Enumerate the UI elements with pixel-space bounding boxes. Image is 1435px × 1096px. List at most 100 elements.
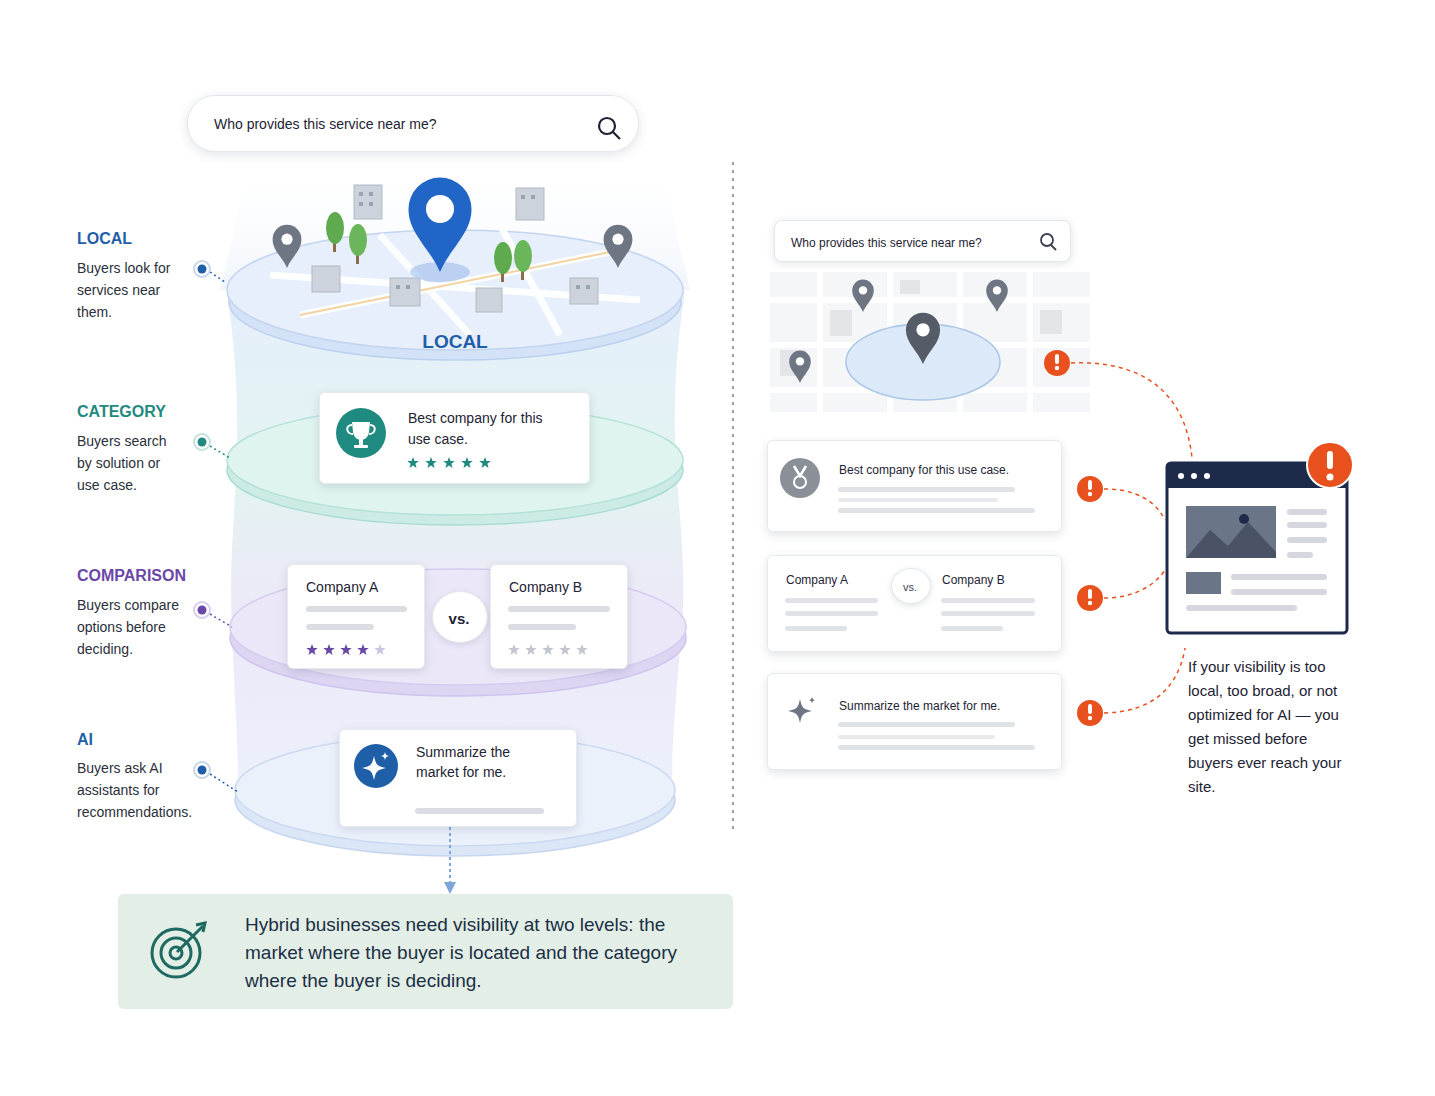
ai-card: Summarize the market for me. — [339, 729, 577, 827]
right-map-part-part — [770, 387, 1090, 393]
node-text: vs. — [433, 609, 485, 629]
node-text: Hybrid businesses need visibility at two… — [245, 911, 715, 995]
warning-caption: If your visibility is too local, too bro… — [1188, 655, 1353, 799]
warning-leaders-part — [1104, 570, 1165, 598]
right-map-part-part — [887, 272, 893, 412]
browser-window-part — [1239, 514, 1249, 524]
right-map-part-part — [770, 342, 1090, 348]
right-map-pins-part-part — [993, 286, 1001, 294]
ai-card: Summarize the market for me. — [767, 673, 1062, 770]
browser-window-part — [1186, 522, 1276, 558]
right-map-part — [770, 272, 1090, 412]
local-map-part-part — [426, 195, 454, 223]
category-card: Best company for this use case. — [767, 440, 1062, 532]
right-map-part-part — [817, 272, 823, 412]
node-text: Company A — [306, 578, 416, 596]
right-map-pins-part-part — [859, 286, 867, 294]
browser-window-part — [1191, 473, 1197, 479]
right-map-part-part — [770, 297, 1090, 303]
right-map-part — [770, 272, 1090, 412]
browser-window-part — [1167, 463, 1347, 488]
side-leaders-part — [210, 614, 232, 627]
versus-circle: vs. — [891, 568, 931, 604]
warning-markers-part — [1088, 704, 1092, 720]
divider-line — [733, 162, 734, 830]
funnel-body — [220, 160, 690, 792]
side-leaders — [194, 261, 238, 792]
right-map — [770, 272, 1090, 412]
stage-heading: COMPARISON — [77, 565, 207, 586]
browser-window-part — [1178, 473, 1184, 479]
browser-window-part — [1186, 506, 1276, 558]
right-map-pins-part — [906, 313, 940, 364]
search-bar: Who provides this service near me? — [774, 220, 1071, 262]
browser-window-part-part — [1287, 537, 1327, 543]
right-map-pins-part — [986, 280, 1008, 312]
side-leaders-part — [198, 438, 207, 447]
browser-window — [1167, 442, 1353, 633]
stage-description: Buyers search by solution or use case. — [77, 430, 182, 496]
right-map-part-part — [957, 272, 963, 412]
category-card: Best company for this use case. — [319, 392, 590, 484]
local-map-part-part — [516, 188, 544, 220]
side-leaders-part — [194, 434, 210, 450]
right-map-pins-part-part — [789, 351, 811, 383]
right-map-pins-part — [789, 351, 811, 383]
local-map-part-part — [281, 234, 292, 245]
node-text: Company A — [786, 572, 886, 588]
side-leaders-part — [198, 606, 207, 615]
right-map-part-part — [968, 355, 992, 381]
search-bar: Who provides this service near me? — [187, 95, 639, 152]
local-map-part-part — [369, 192, 373, 196]
stage-description: Buyers look for services near them. — [77, 257, 187, 323]
node-text: Summarize the market for me. — [416, 742, 541, 782]
right-map-part-part — [900, 280, 920, 294]
company-card: Company A — [287, 564, 425, 669]
browser-window-part — [1167, 463, 1347, 633]
takeaway-box: Hybrid businesses need visibility at two… — [118, 894, 733, 1009]
right-map-pins-part-part — [986, 280, 1008, 312]
side-leaders-part — [210, 272, 225, 282]
browser-window-part — [1307, 442, 1353, 488]
local-map-part-part — [369, 202, 373, 206]
stage-heading: CATEGORY — [77, 401, 197, 422]
local-layer: LOCAL — [225, 228, 689, 360]
funnel-body-part — [227, 292, 685, 792]
local-map-part-part — [354, 185, 382, 219]
browser-window-part-part — [1287, 522, 1327, 528]
company-card: Company B — [490, 564, 628, 669]
side-leaders-part — [210, 774, 238, 792]
right-map-part-part — [1027, 272, 1033, 412]
warning-leaders-part — [1104, 648, 1185, 713]
side-leaders-part — [194, 261, 210, 277]
right-map-part-part — [780, 350, 806, 376]
node-text: Company B — [942, 572, 1042, 588]
local-map-part-part — [612, 234, 623, 245]
warning-leaders-part — [1071, 363, 1192, 458]
browser-window-part-part — [1287, 552, 1313, 558]
warning-leaders — [1071, 363, 1192, 713]
node-text: Best company for this use case. — [839, 462, 1054, 478]
node-text: Company B — [509, 578, 619, 596]
right-map-pins-part-part — [906, 313, 940, 364]
right-map-pins-part-part — [796, 357, 804, 365]
divider-line-part — [732, 162, 734, 830]
browser-window-part — [1186, 572, 1221, 594]
stage-heading: LOCAL — [77, 228, 197, 249]
browser-window-part — [1327, 474, 1334, 481]
side-leaders-part — [194, 762, 210, 778]
node-text: Summarize the market for me. — [839, 698, 1054, 714]
browser-window-part — [1327, 451, 1333, 469]
flow-arrow — [449, 827, 451, 892]
browser-window-part — [1204, 473, 1210, 479]
right-map-pins — [789, 280, 1008, 383]
browser-window-part-part — [1186, 605, 1297, 611]
node-text: Best company for this use case. — [408, 408, 558, 450]
comparison-card: vs. Company A Company B — [767, 555, 1062, 652]
right-map-part-part — [830, 310, 852, 336]
local-map-part-part — [521, 195, 525, 199]
node-text: Who provides this service near me? — [791, 235, 1031, 251]
local-map-part-part — [359, 202, 363, 206]
right-map-pins-part — [852, 280, 874, 312]
